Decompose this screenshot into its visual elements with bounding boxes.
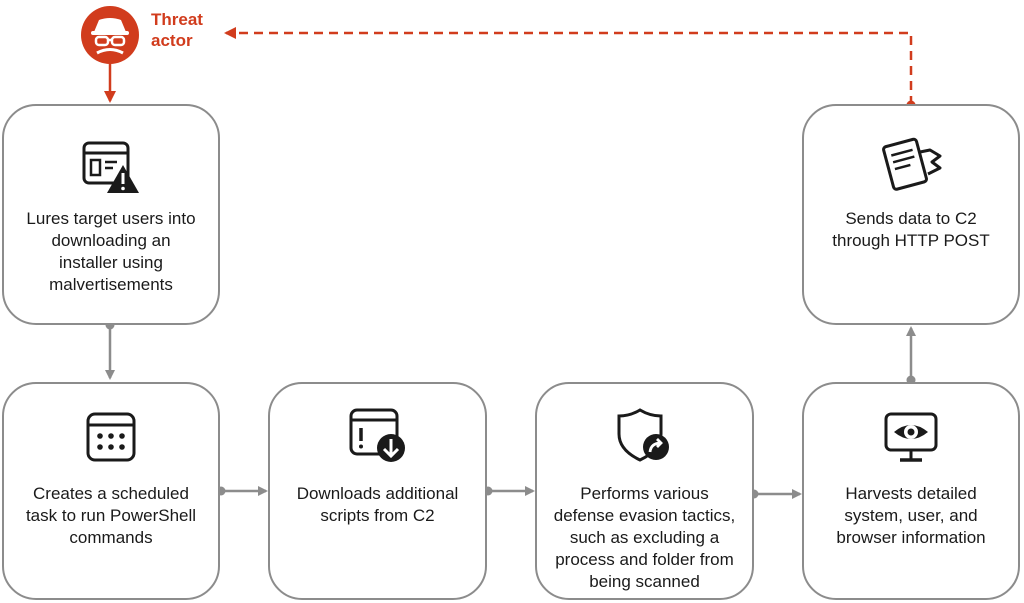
step-sends-text: Sends data to C2 through HTTP POST [832,209,990,250]
step-downloads-text: Downloads additional scripts from C2 [296,484,459,525]
step-scheduled-task: Creates a scheduled task to run PowerShe… [2,382,220,600]
arrow-evasion-to-harvests [749,489,802,499]
monitor-eye-icon [882,410,940,471]
hacker-icon [80,5,140,70]
arrow-scheduled-to-downloads [216,486,268,496]
shield-share-icon [615,406,675,469]
step-harvests-text: Harvests detailed system, user, and brow… [836,484,986,547]
step-sends: Sends data to C2 through HTTP POST [802,104,1020,325]
step-harvests: Harvests detailed system, user, and brow… [802,382,1020,600]
step-downloads: Downloads additional scripts from C2 [268,382,487,600]
window-warning-icon [81,140,141,201]
arrow-sends-to-actor [224,27,916,110]
arrow-harvests-to-sends [906,326,916,385]
window-download-icon [347,406,409,469]
step-evasion-text: Performs various defense evasion tactics… [553,484,736,591]
calendar-icon [84,410,138,469]
arrow-lures-to-scheduled [105,320,115,380]
threat-actor-label: Threat actor [151,10,203,50]
step-lures-text: Lures target users into downloading an i… [26,209,196,294]
step-scheduled-task-text: Creates a scheduled task to run PowerShe… [25,484,197,547]
documents-icon [878,132,944,197]
arrow-downloads-to-evasion [483,486,535,496]
step-lures: Lures target users into downloading an i… [2,104,220,325]
step-evasion: Performs various defense evasion tactics… [535,382,754,600]
